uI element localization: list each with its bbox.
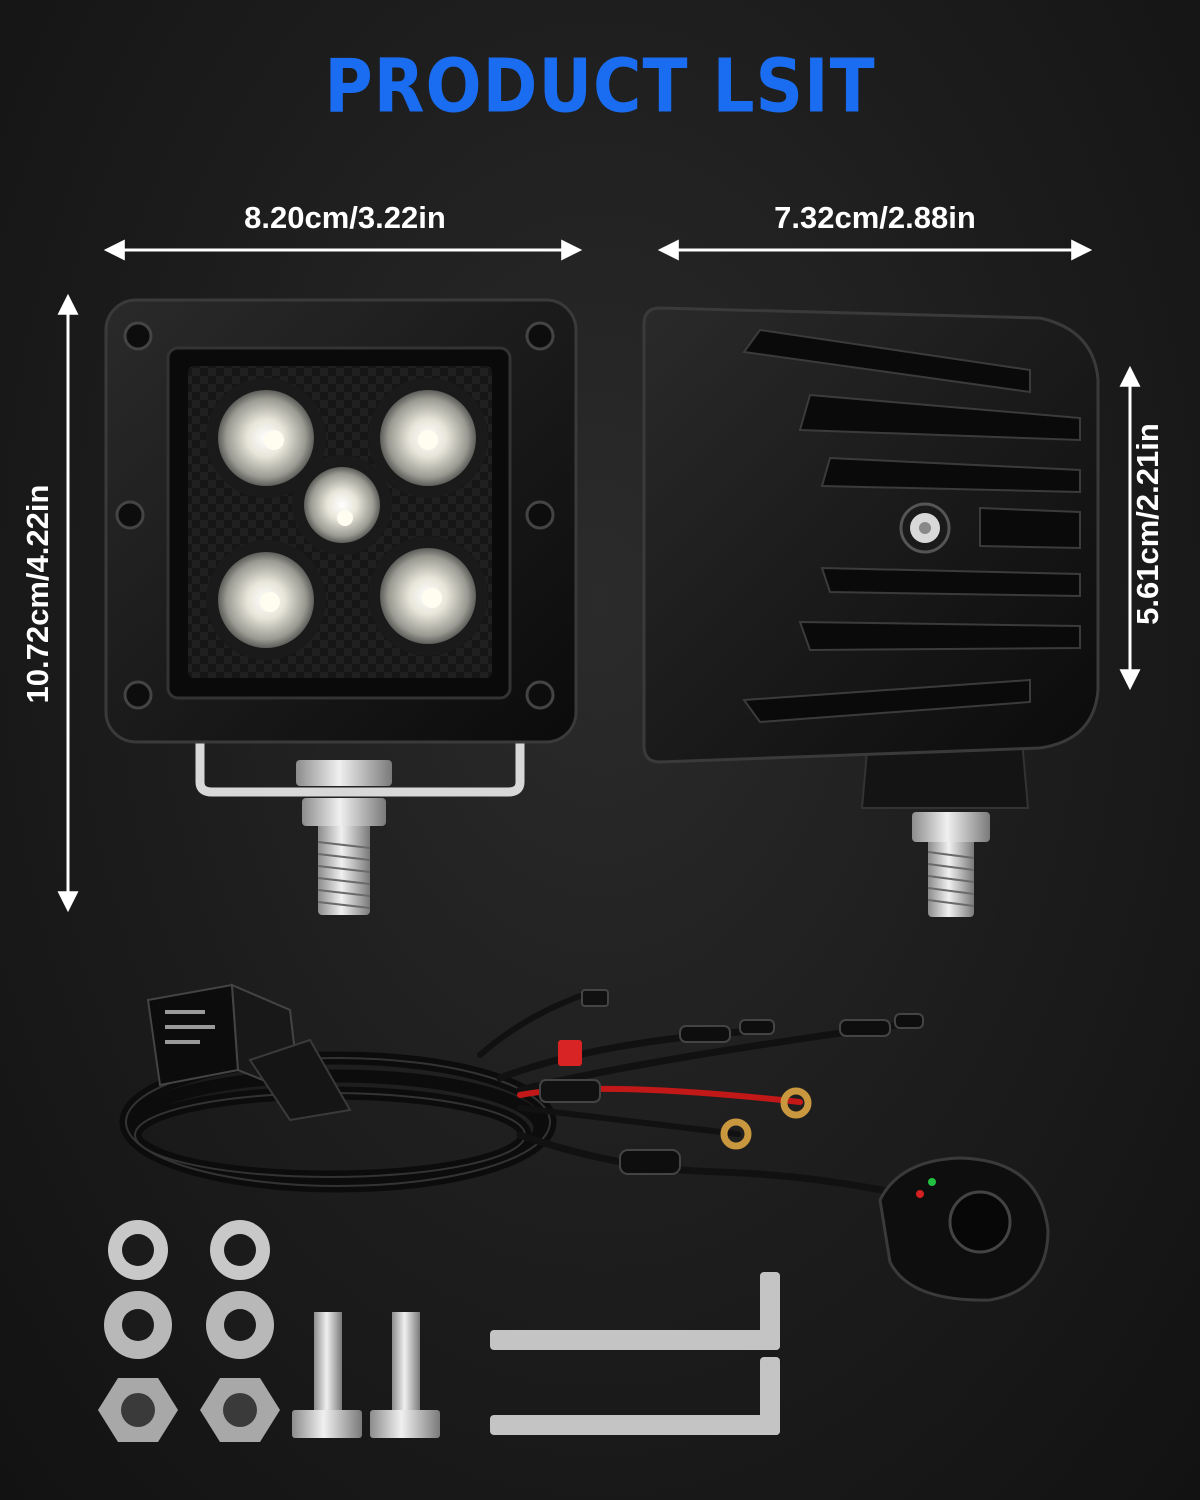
hex-nut-1 (98, 1378, 178, 1442)
connectors (619, 1013, 924, 1175)
allen-key-1 (490, 1272, 780, 1350)
side-width-label: 7.32cm/2.88in (774, 200, 976, 235)
ring-terminals (720, 1087, 812, 1150)
hex-nut-2 (200, 1378, 280, 1442)
side-light (642, 306, 1100, 917)
led-lens-center (292, 455, 392, 555)
led-lens-top-left (206, 378, 326, 498)
front-light (104, 298, 578, 915)
relay (146, 983, 352, 1122)
flat-washer-1 (104, 1291, 172, 1359)
switch (878, 1156, 1050, 1302)
allen-key-2 (490, 1357, 780, 1435)
led-lens-top-right (368, 378, 488, 498)
page-title: PRODUCT LSIT (324, 43, 876, 130)
front-width-label: 8.20cm/3.22in (244, 200, 446, 235)
spring-washer-1 (108, 1220, 168, 1280)
bolt-1 (292, 1312, 362, 1438)
spring-washer-2 (210, 1220, 270, 1280)
led-lens-bottom-right (368, 536, 488, 656)
fuse-holder (539, 989, 609, 1103)
bolt-2 (370, 1312, 440, 1438)
flat-washer-2 (206, 1291, 274, 1359)
hardware-kit (98, 1220, 780, 1442)
led-lens-bottom-left (206, 540, 326, 660)
